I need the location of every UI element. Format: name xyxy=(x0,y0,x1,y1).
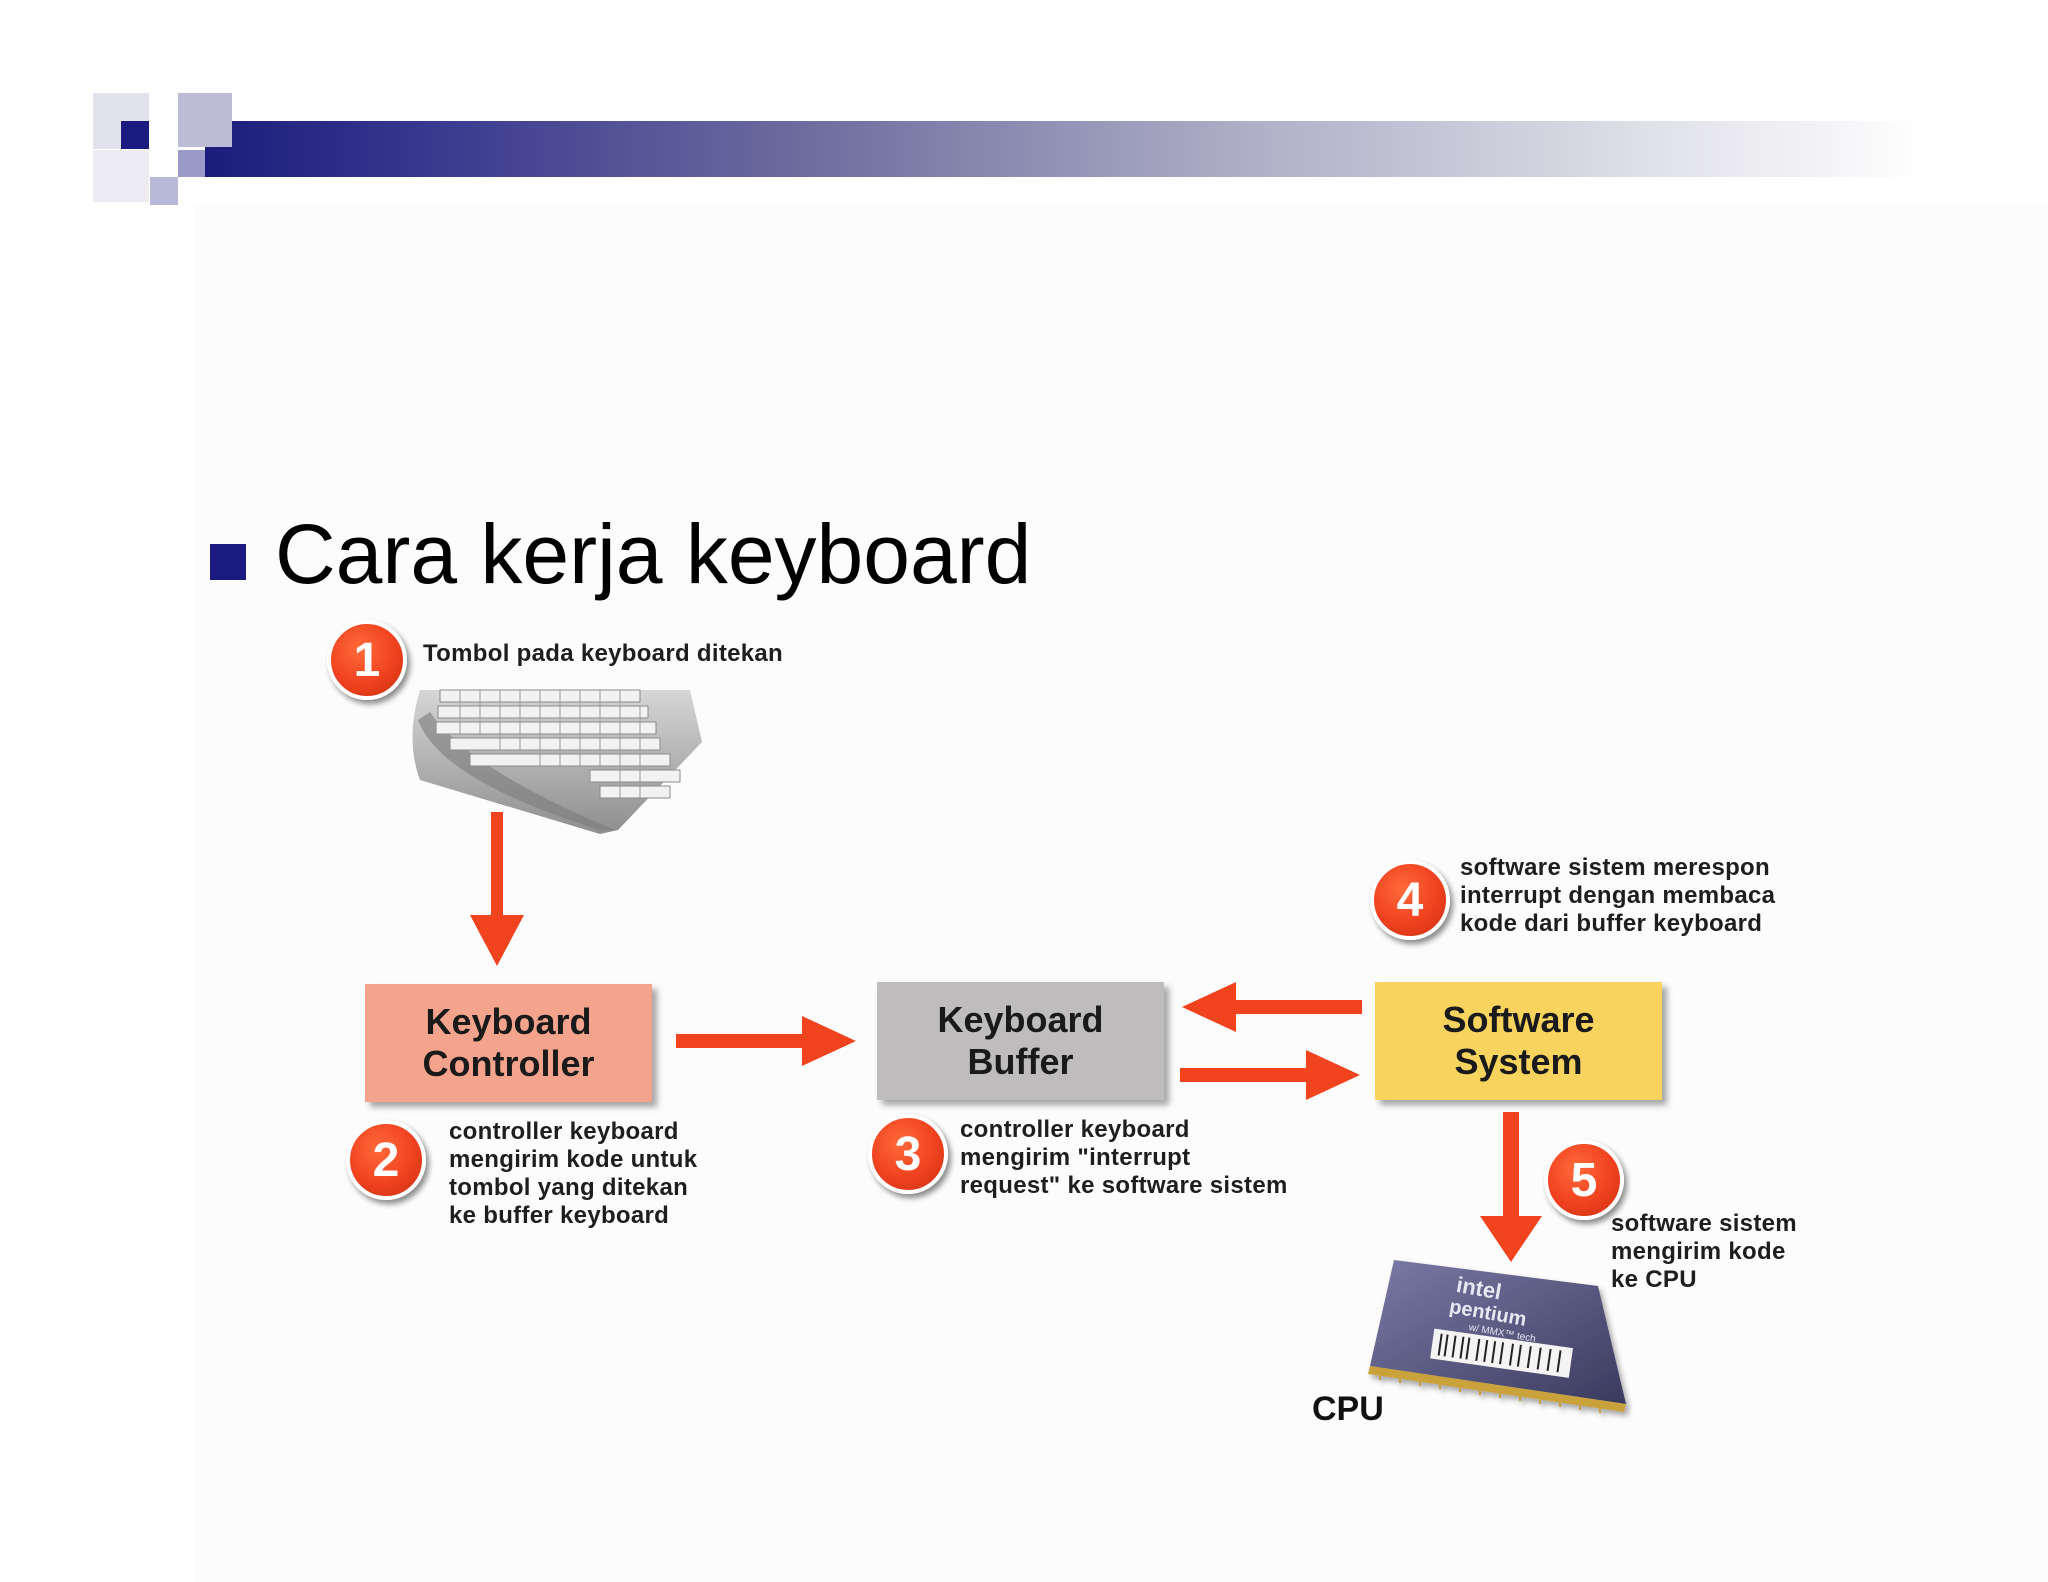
header-square-5 xyxy=(178,150,205,177)
slide-title: Cara kerja keyboard xyxy=(275,507,1032,601)
cpu-chip-image: intel pentium w/ MMX™ tech xyxy=(1368,1260,1626,1413)
arrow-controller-to-buffer xyxy=(676,1016,856,1066)
step-text-2: controller keyboard mengirim kode untuk … xyxy=(449,1118,698,1229)
keyboard-controller-box: Keyboard Controller xyxy=(365,984,652,1102)
title-bullet xyxy=(210,544,246,580)
header-square-2 xyxy=(178,93,232,147)
header-bar xyxy=(205,121,1925,177)
keyboard-image xyxy=(412,689,702,834)
step-text-3: controller keyboard mengirim "interrupt … xyxy=(960,1116,1288,1199)
header-square-6 xyxy=(93,150,149,202)
step-text-4: software sistem merespon interrupt denga… xyxy=(1460,854,1776,937)
header-square-7 xyxy=(150,177,178,205)
header-square-4 xyxy=(150,121,178,149)
step-badge-5: 5 xyxy=(1544,1140,1624,1220)
step-badge-3: 3 xyxy=(868,1114,948,1194)
arrow-keyboard-to-controller xyxy=(470,812,524,966)
slide-background xyxy=(195,205,2048,1582)
cpu-label: CPU xyxy=(1312,1390,1384,1428)
keyboard-buffer-box: Keyboard Buffer xyxy=(877,982,1164,1100)
step-text-5: software sistem mengirim kode ke CPU xyxy=(1611,1210,1797,1293)
arrow-software-to-cpu xyxy=(1480,1112,1542,1262)
header-square-3 xyxy=(121,121,149,149)
step-text-1: Tombol pada keyboard ditekan xyxy=(423,640,784,667)
software-system-box: Software System xyxy=(1375,982,1662,1100)
step-badge-1: 1 xyxy=(327,620,407,700)
step-badge-4: 4 xyxy=(1370,860,1450,940)
arrow-software-to-buffer xyxy=(1182,982,1362,1032)
arrow-buffer-to-software xyxy=(1180,1050,1360,1100)
step-badge-2: 2 xyxy=(346,1120,426,1200)
